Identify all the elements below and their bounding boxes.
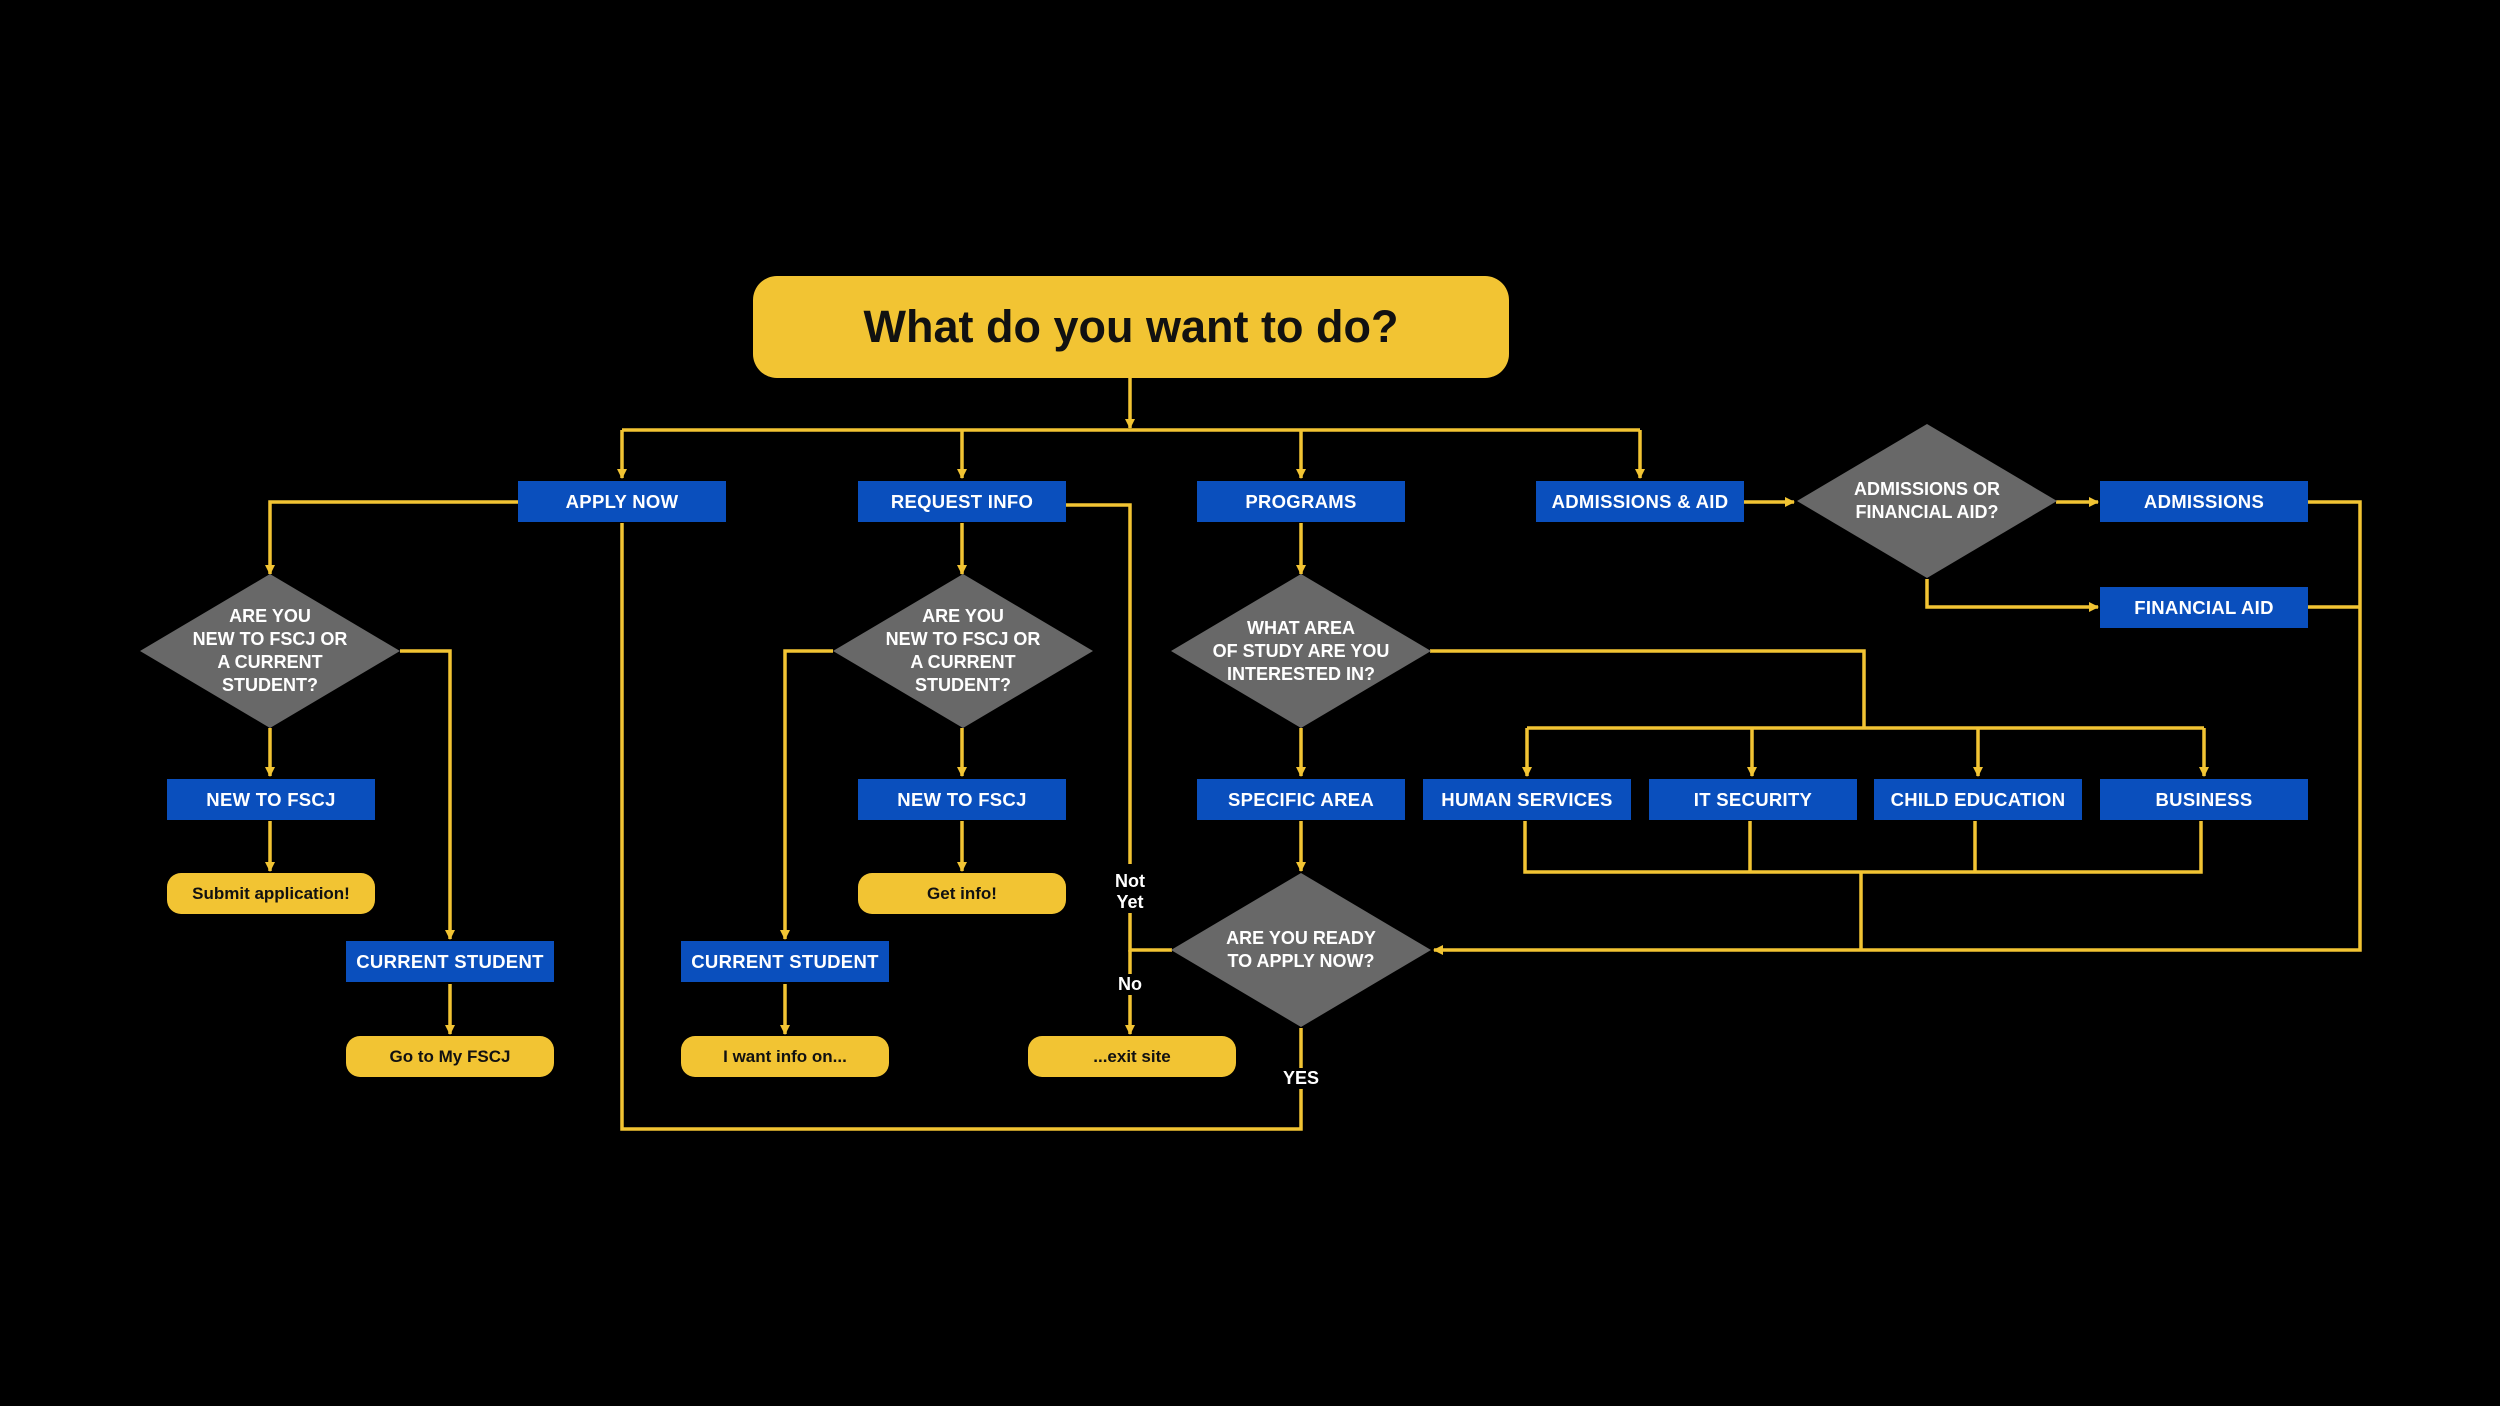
- go-to-my-fscj-button[interactable]: Go to My FSCJ: [346, 1036, 554, 1077]
- decision-new-or-current-apply: ARE YOU NEW TO FSCJ OR A CURRENT STUDENT…: [140, 574, 400, 728]
- submit-application-button[interactable]: Submit application!: [167, 873, 375, 914]
- apply-now-option[interactable]: APPLY NOW: [518, 481, 726, 522]
- area-business[interactable]: BUSINESS: [2100, 779, 2308, 820]
- area-it-security[interactable]: IT SECURITY: [1649, 779, 1857, 820]
- area-child-education[interactable]: CHILD EDUCATION: [1874, 779, 2082, 820]
- page-title: What do you want to do?: [753, 276, 1509, 378]
- request-info-option[interactable]: REQUEST INFO: [858, 481, 1066, 522]
- apply-current-student[interactable]: CURRENT STUDENT: [346, 941, 554, 982]
- info-current-student[interactable]: CURRENT STUDENT: [681, 941, 889, 982]
- specific-area-option[interactable]: SPECIFIC AREA: [1197, 779, 1405, 820]
- apply-new-to-fscj[interactable]: NEW TO FSCJ: [167, 779, 375, 820]
- decision-new-or-current-info: ARE YOU NEW TO FSCJ OR A CURRENT STUDENT…: [833, 574, 1093, 728]
- no-label: No: [1110, 974, 1150, 995]
- area-human-services[interactable]: HUMAN SERVICES: [1423, 779, 1631, 820]
- financial-aid-option[interactable]: FINANCIAL AID: [2100, 587, 2308, 628]
- get-info-button[interactable]: Get info!: [858, 873, 1066, 914]
- admissions-aid-option[interactable]: ADMISSIONS & AID: [1536, 481, 1744, 522]
- info-new-to-fscj[interactable]: NEW TO FSCJ: [858, 779, 1066, 820]
- not-yet-label: Not Yet: [1100, 871, 1160, 913]
- exit-site-button[interactable]: ...exit site: [1028, 1036, 1236, 1077]
- decision-admissions-or-aid: ADMISSIONS OR FINANCIAL AID?: [1797, 424, 2057, 578]
- admissions-option[interactable]: ADMISSIONS: [2100, 481, 2308, 522]
- programs-option[interactable]: PROGRAMS: [1197, 481, 1405, 522]
- decision-area-of-study: WHAT AREA OF STUDY ARE YOU INTERESTED IN…: [1171, 574, 1431, 728]
- yes-label: YES: [1276, 1068, 1326, 1089]
- i-want-info-on-button[interactable]: I want info on...: [681, 1036, 889, 1077]
- decision-ready-to-apply: ARE YOU READY TO APPLY NOW?: [1171, 873, 1431, 1027]
